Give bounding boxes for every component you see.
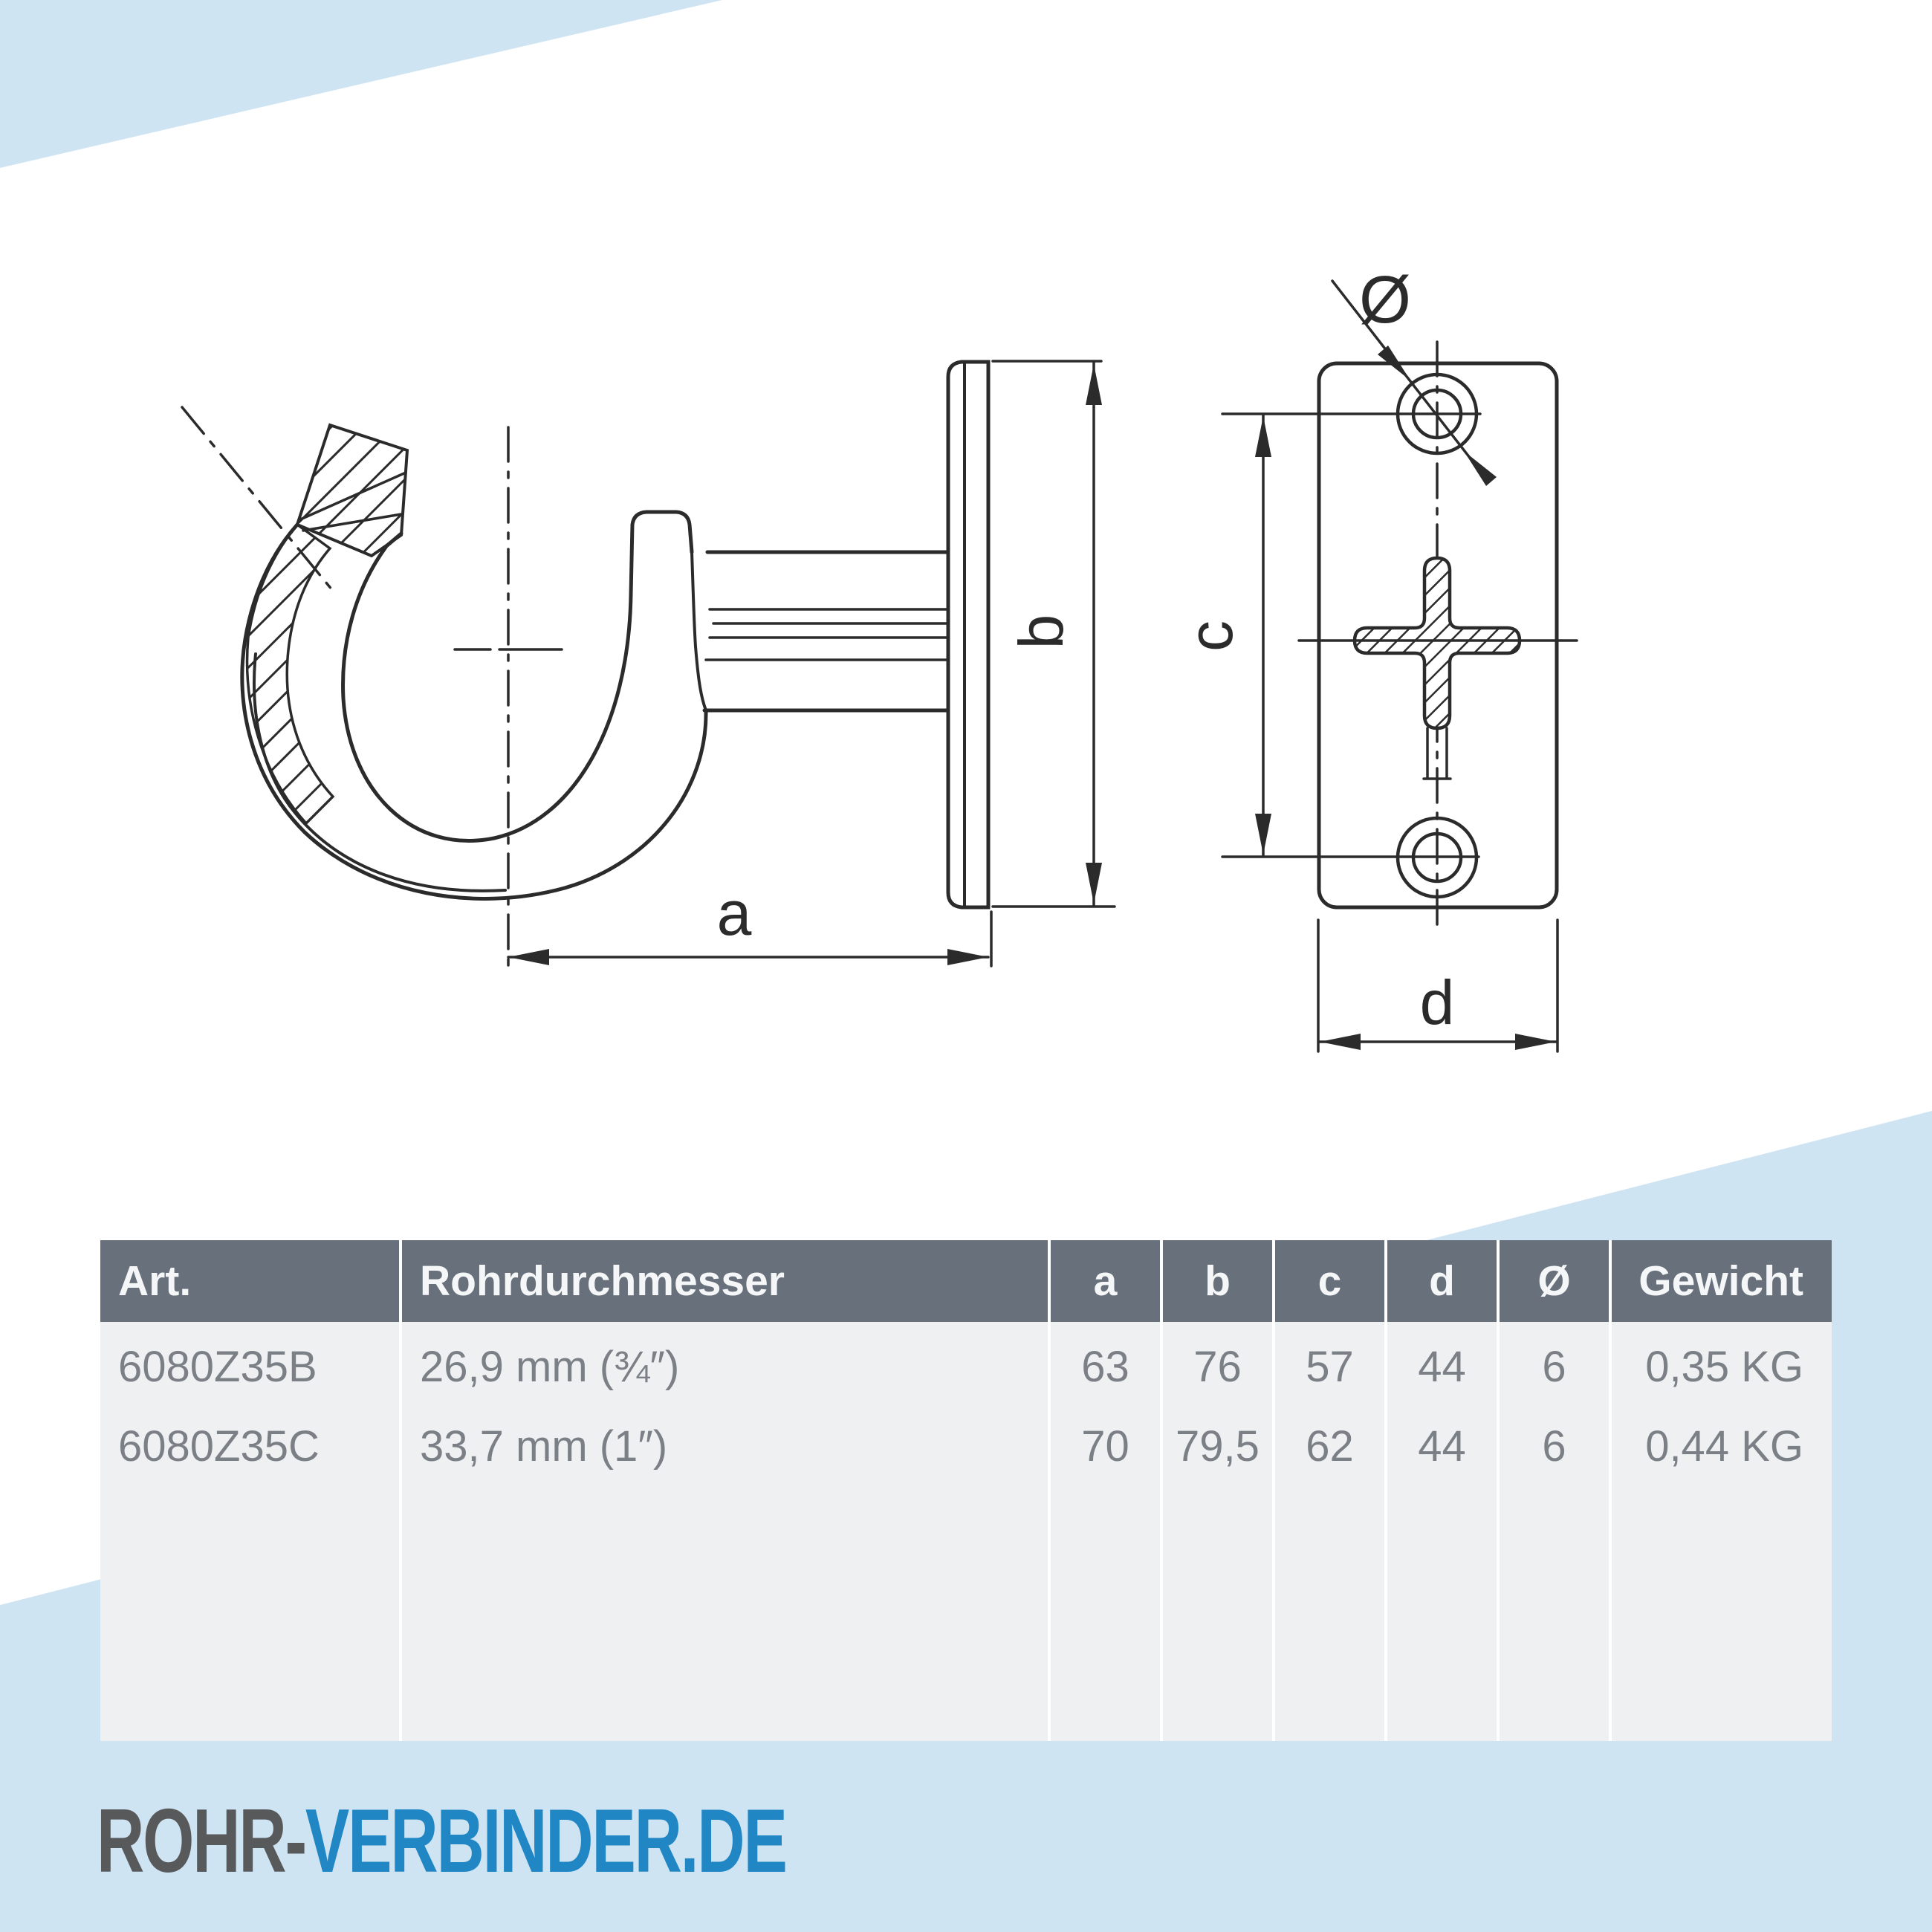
- row2-art: 6080Z35C: [118, 1422, 320, 1471]
- dimension-a-label: a: [717, 878, 752, 948]
- wall-plate-side: [946, 360, 991, 910]
- row2-c: 62: [1272, 1411, 1384, 1482]
- col-header-rohrdurchmesser: Rohrdurchmesser: [399, 1240, 1048, 1322]
- stem-lines: [702, 550, 950, 713]
- hook-inner-parallel-curve: [253, 652, 507, 892]
- cross-lower-stem: [1422, 727, 1452, 780]
- diameter-leader: [1331, 279, 1497, 486]
- side-view-hook-drawing: [181, 360, 1116, 967]
- row1-c: 57: [1272, 1322, 1384, 1411]
- dimension-b-label: b: [1006, 615, 1076, 649]
- row1-a: 63: [1048, 1322, 1160, 1411]
- hook-channel-curve: [341, 531, 633, 843]
- dimension-a: [507, 910, 993, 967]
- row2-diameter: 6: [1497, 1411, 1609, 1482]
- col-header-a: a: [1048, 1240, 1160, 1322]
- dimension-d: [1317, 918, 1559, 1053]
- hook-hatched-band: [245, 522, 335, 826]
- table-filler: [100, 1482, 399, 1741]
- hook-tip-wedge: [295, 423, 409, 558]
- row1-rohrdurchmesser: 26,9 mm (¾″): [399, 1322, 1048, 1411]
- row2-gewicht: 0,44 KG: [1609, 1411, 1832, 1482]
- dimension-c-label: c: [1176, 620, 1245, 652]
- row1-b: 76: [1160, 1322, 1272, 1411]
- hook-diagonal-centerline: [181, 406, 337, 596]
- row1-d: 44: [1384, 1322, 1497, 1411]
- diameter-symbol-label: Ø: [1359, 263, 1411, 337]
- col-header-gewicht: Gewicht: [1609, 1240, 1832, 1322]
- dimension-c: [1255, 413, 1271, 858]
- front-view-plate-drawing: [1221, 279, 1578, 1053]
- decor-diagonal-top-left: [0, 0, 722, 168]
- dimension-d-label: d: [1420, 967, 1455, 1037]
- hook-outer-curve: [240, 522, 708, 901]
- col-header-d: d: [1384, 1240, 1497, 1322]
- brand-logo-verbinder: VERBINDER.DE: [305, 1790, 788, 1891]
- row2-rohrdurchmesser: 33,7 mm (1″): [399, 1411, 1048, 1482]
- dimension-b: [991, 360, 1116, 908]
- row1-gewicht: 0,35 KG: [1609, 1322, 1832, 1411]
- row1-art: 6080Z35B: [118, 1342, 317, 1391]
- brand-logo: ROHR-VERBINDER.DE: [97, 1795, 788, 1886]
- row2-b: 79,5: [1160, 1411, 1272, 1482]
- col-header-art: Art.: [100, 1240, 399, 1322]
- col-header-b: b: [1160, 1240, 1272, 1322]
- row2-a: 70: [1048, 1411, 1160, 1482]
- col-header-c: c: [1272, 1240, 1384, 1322]
- col-header-diameter: Ø: [1497, 1240, 1609, 1322]
- row2-d: 44: [1384, 1411, 1497, 1482]
- brand-logo-rohr: ROHR-: [97, 1790, 307, 1891]
- hook-arm: [629, 510, 694, 597]
- spec-table: Art. Rohrdurchmesser a b c d Ø Gewicht 6…: [100, 1240, 1832, 1741]
- row1-diameter: 6: [1497, 1322, 1609, 1411]
- cross-boss-hatched: [1352, 556, 1522, 730]
